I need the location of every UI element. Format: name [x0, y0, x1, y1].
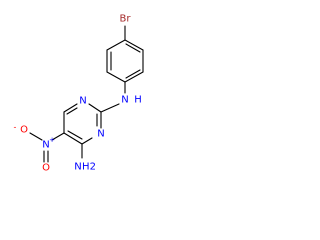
atom-amino-h2: H2 [82, 162, 96, 173]
atom-amine-n: N [121, 95, 128, 106]
bond-c5-c4-inner [67, 130, 83, 140]
charge-nitro-plus: + [49, 136, 55, 144]
bond-benzene-1 [124, 39, 144, 51]
atom-amino-n: N [74, 162, 81, 173]
bond-benzene-4 [106, 71, 126, 83]
bond-nh-c2 [100, 103, 120, 113]
bonds [29, 25, 144, 163]
atom-ring-n3: N [97, 129, 104, 140]
chemical-structure: Br N H N N N + O - O N H2 [14, 14, 144, 174]
atom-amine-h: H [134, 95, 142, 106]
atom-ring-n1: N [79, 96, 86, 107]
bond-c5-c4 [63, 132, 83, 145]
atom-nitro-o-minus: O [20, 125, 28, 136]
bond-nitro-ominus [29, 132, 43, 141]
bond-n1-c6-inner [66, 107, 78, 115]
bond-benzene-6 [106, 39, 126, 51]
bond-c2-n1 [88, 103, 102, 113]
bond-benzene-1-inner [125, 43, 141, 53]
bond-c5-nitro [51, 132, 65, 141]
atom-nitro-o: O [42, 163, 50, 174]
atom-bromine: Br [120, 14, 132, 25]
charge-minus: - [14, 123, 17, 132]
bond-benzene-3 [124, 71, 144, 83]
bond-c4-n3 [81, 137, 93, 145]
bond-n1-c6 [63, 103, 78, 113]
atom-nitro-n: N [42, 140, 49, 151]
atom-labels: Br N H N N N + O - O N H2 [14, 14, 142, 174]
bond-benzene-3-inner [125, 69, 141, 79]
